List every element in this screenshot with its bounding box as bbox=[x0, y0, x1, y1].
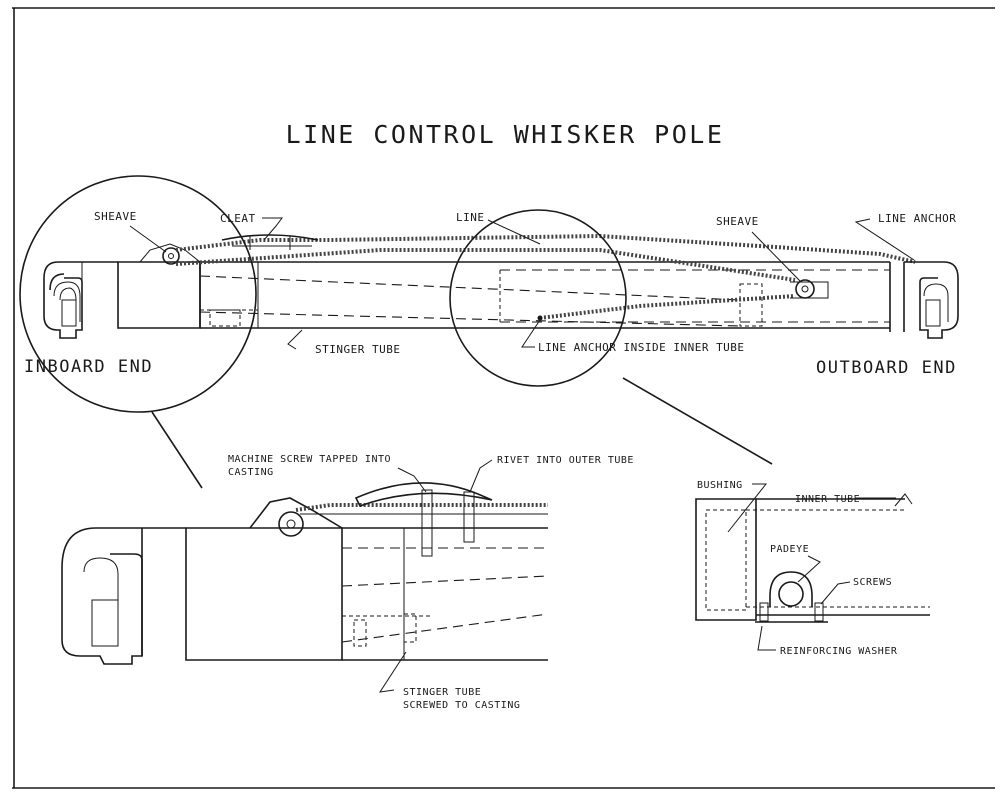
label-machine-screw-casting: CASTING bbox=[228, 467, 274, 478]
outboard-sheave-wheel bbox=[795, 279, 815, 299]
inboard-casting bbox=[117, 261, 201, 329]
label-stinger-tube-screwed: STINGER TUBE bbox=[403, 687, 481, 698]
label-cleat: CLEAT bbox=[220, 212, 256, 225]
main-pole bbox=[43, 233, 959, 339]
detail-circle-inboard bbox=[19, 175, 257, 413]
inboard-detail bbox=[61, 482, 549, 665]
padeye-ring bbox=[769, 571, 813, 607]
label-machine-screw: MACHINE SCREW TAPPED INTO bbox=[228, 454, 391, 465]
label-screws: SCREWS bbox=[853, 577, 892, 588]
label-sheave-outboard: SHEAVE bbox=[716, 215, 759, 228]
detail-sheave-wheel bbox=[278, 511, 304, 537]
label-bushing: BUSHING bbox=[697, 480, 743, 491]
detail-cleat bbox=[354, 482, 493, 507]
label-sheave-inboard: SHEAVE bbox=[94, 210, 137, 223]
diagram-title: LINE CONTROL WHISKER POLE bbox=[286, 120, 725, 149]
label-inner-tube: INNER TUBE bbox=[795, 494, 860, 505]
detail-circle-inner-tube bbox=[449, 209, 627, 387]
label-line-anchor-inside-inner-tube: LINE ANCHOR INSIDE INNER TUBE bbox=[538, 341, 745, 354]
inboard-sheave-wheel bbox=[162, 247, 180, 265]
inboard-end-fitting bbox=[43, 261, 118, 339]
drawing-frame bbox=[12, 7, 995, 789]
label-rivet: RIVET INTO OUTER TUBE bbox=[497, 455, 634, 466]
label-outboard-end: OUTBOARD END bbox=[816, 358, 957, 378]
screw-right bbox=[814, 602, 824, 622]
label-line-anchor: LINE ANCHOR bbox=[878, 212, 956, 225]
label-line: LINE bbox=[456, 211, 485, 224]
outboard-end-fitting bbox=[904, 261, 959, 339]
padeye-detail bbox=[695, 493, 930, 623]
label-reinforcing-washer: REINFORCING WASHER bbox=[780, 646, 898, 657]
label-screwed-to-casting: SCREWED TO CASTING bbox=[403, 700, 520, 711]
label-stinger-tube: STINGER TUBE bbox=[315, 343, 400, 356]
label-inboard-end: INBOARD END bbox=[24, 357, 153, 377]
label-padeye: PADEYE bbox=[770, 544, 809, 555]
screw-left bbox=[759, 602, 769, 622]
